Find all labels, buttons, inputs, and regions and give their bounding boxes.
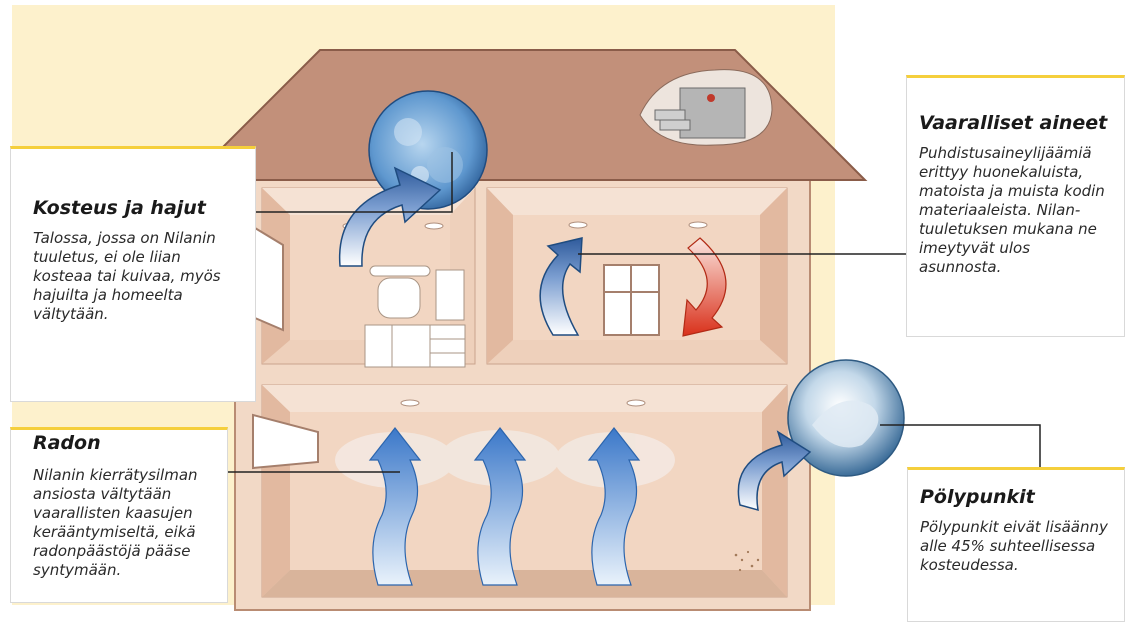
room-livingroom xyxy=(487,188,787,364)
dust-mite-globe xyxy=(788,360,904,476)
callout-kosteus-title: Kosteus ja hajut xyxy=(33,197,243,219)
callout-radon-title: Radon xyxy=(33,432,215,454)
room-basement xyxy=(262,385,787,597)
callout-kosteus-text: Talossa, jossa on Nilanin tuuletus, ei o… xyxy=(33,229,243,324)
callout-radon-text: Nilanin kierrätysilman ansiosta vältytää… xyxy=(33,466,215,580)
callout-radon: Radon Nilanin kierrätysilman ansiosta vä… xyxy=(10,427,228,603)
callout-kosteus: Kosteus ja hajut Talossa, jossa on Nilan… xyxy=(10,146,256,402)
callout-vaaralliset-text: Puhdistusaineylijäämiä erittyy huonekalu… xyxy=(919,144,1112,277)
side-window-upper xyxy=(255,228,283,330)
callout-polypunkit: Pölypunkit Pölypunkit eivät lisäänny all… xyxy=(907,467,1125,622)
callout-vaaralliset-title: Vaaralliset aineet xyxy=(919,112,1112,134)
callout-polypunkit-text: Pölypunkit eivät lisäänny alle 45% suhte… xyxy=(920,518,1112,575)
callout-polypunkit-title: Pölypunkit xyxy=(920,486,1112,508)
callout-vaaralliset: Vaaralliset aineet Puhdistusaineylijäämi… xyxy=(906,75,1125,337)
